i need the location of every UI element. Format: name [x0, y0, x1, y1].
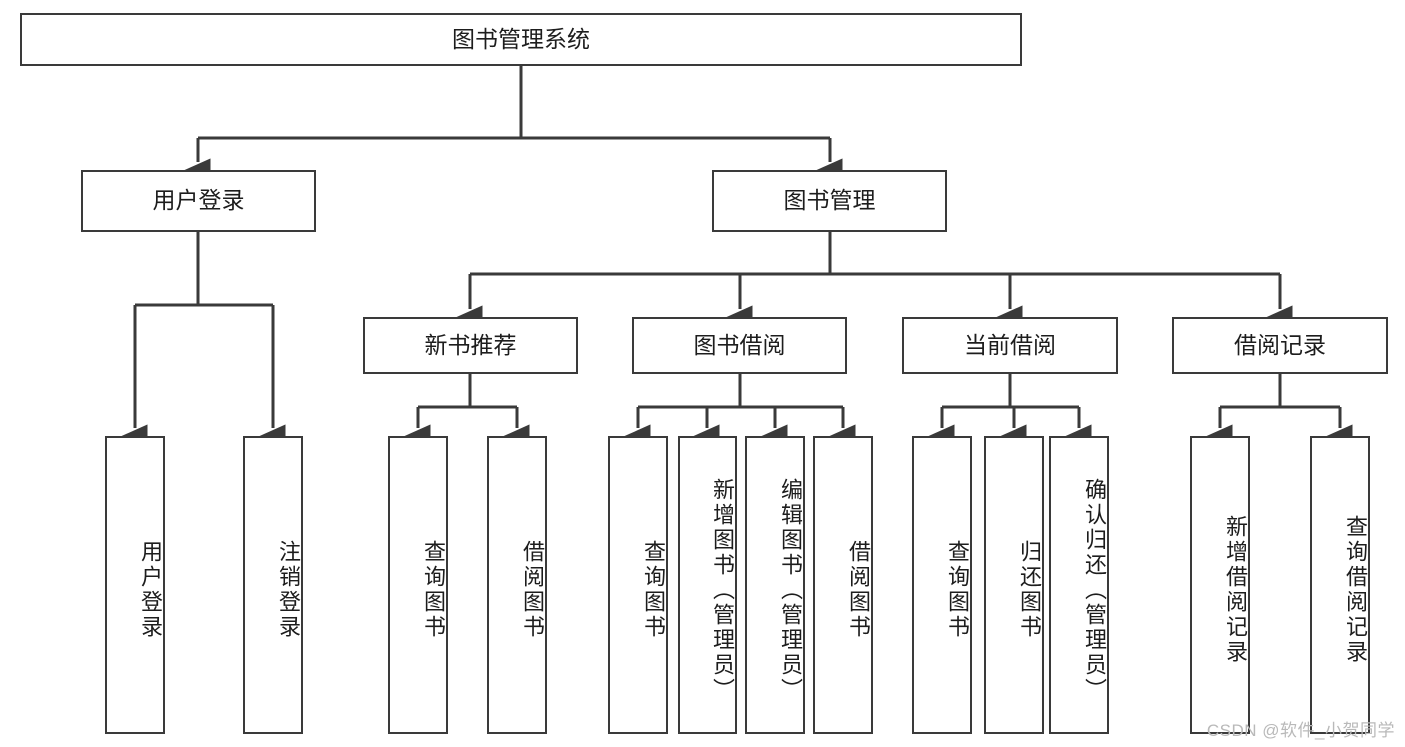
node-leaf-confirm-return-admin-label: 确认归还（管理员） — [1082, 477, 1107, 703]
node-leaf-logout[interactable]: 注销登录 — [243, 436, 303, 734]
node-root[interactable]: 图书管理系统 — [20, 13, 1022, 66]
node-leaf-add-book-admin-label: 新增图书（管理员） — [710, 477, 735, 703]
node-leaf-borrow-book-2-label: 借阅图书 — [846, 540, 871, 640]
node-leaf-query-book-3-label: 查询图书 — [945, 540, 970, 640]
node-leaf-confirm-return-admin[interactable]: 确认归还（管理员） — [1049, 436, 1109, 734]
node-current-borrow-label: 当前借阅 — [964, 331, 1056, 358]
node-book-manage[interactable]: 图书管理 — [712, 170, 947, 232]
node-leaf-borrow-book-1-label: 借阅图书 — [520, 540, 545, 640]
node-borrow-record-label: 借阅记录 — [1234, 331, 1326, 358]
node-leaf-query-borrow-record-label: 查询借阅记录 — [1343, 515, 1368, 665]
node-user-login-label: 用户登录 — [152, 187, 245, 214]
node-leaf-query-book-2-label: 查询图书 — [641, 540, 666, 640]
csdn-watermark: CSDN @软件_小贺同学 — [1206, 721, 1395, 740]
node-leaf-edit-book-admin-label: 编辑图书（管理员） — [778, 477, 803, 703]
node-leaf-add-borrow-record[interactable]: 新增借阅记录 — [1190, 436, 1250, 734]
node-new-book-recommend[interactable]: 新书推荐 — [363, 317, 578, 374]
node-leaf-query-book-1-label: 查询图书 — [421, 540, 446, 640]
node-root-label: 图书管理系统 — [452, 25, 590, 52]
node-leaf-query-borrow-record[interactable]: 查询借阅记录 — [1310, 436, 1370, 734]
node-leaf-user-login[interactable]: 用户登录 — [105, 436, 165, 734]
node-book-manage-label: 图书管理 — [783, 187, 876, 214]
node-borrow-record[interactable]: 借阅记录 — [1172, 317, 1388, 374]
node-leaf-add-book-admin[interactable]: 新增图书（管理员） — [678, 436, 737, 734]
node-leaf-query-book-1[interactable]: 查询图书 — [388, 436, 448, 734]
node-leaf-logout-label: 注销登录 — [276, 540, 301, 640]
node-book-borrow[interactable]: 图书借阅 — [632, 317, 847, 374]
node-current-borrow[interactable]: 当前借阅 — [902, 317, 1118, 374]
node-leaf-edit-book-admin[interactable]: 编辑图书（管理员） — [745, 436, 805, 734]
node-user-login[interactable]: 用户登录 — [81, 170, 316, 232]
node-leaf-query-book-3[interactable]: 查询图书 — [912, 436, 972, 734]
node-leaf-borrow-book-2[interactable]: 借阅图书 — [813, 436, 873, 734]
node-book-borrow-label: 图书借阅 — [693, 331, 786, 358]
node-leaf-return-book[interactable]: 归还图书 — [984, 436, 1044, 734]
node-leaf-borrow-book-1[interactable]: 借阅图书 — [487, 436, 547, 734]
node-leaf-user-login-label: 用户登录 — [138, 540, 163, 640]
node-leaf-return-book-label: 归还图书 — [1017, 540, 1042, 640]
node-leaf-add-borrow-record-label: 新增借阅记录 — [1223, 515, 1248, 665]
node-leaf-query-book-2[interactable]: 查询图书 — [608, 436, 668, 734]
node-new-book-recommend-label: 新书推荐 — [424, 331, 517, 358]
